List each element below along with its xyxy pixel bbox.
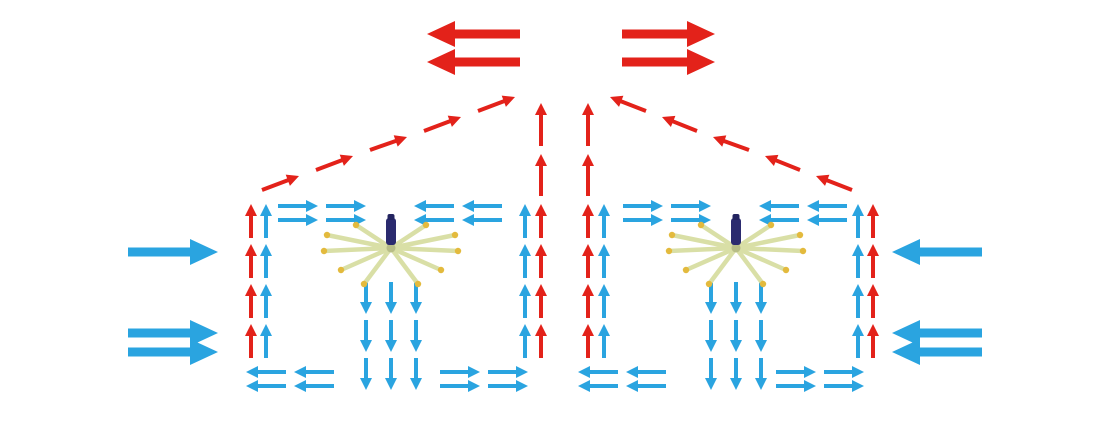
ceiling-inflow-fan1-left <box>278 200 366 226</box>
fan-motor <box>731 218 741 245</box>
hvls-fan-left <box>320 214 462 288</box>
fan-blade <box>733 245 766 287</box>
fan-blade-tip <box>323 231 331 239</box>
fan-blade-tip <box>437 266 445 274</box>
fan-blade-tip <box>451 231 459 239</box>
center-left-warm-updraft <box>535 103 547 358</box>
fan-blade-tip <box>337 266 345 274</box>
hvls-fan-right <box>665 214 807 288</box>
fan-blade-tip <box>320 247 328 255</box>
ceiling-inflow-fan2-left <box>623 200 711 226</box>
sidewall-intake-left <box>128 239 218 365</box>
right-wall-warm-updraft <box>867 204 879 358</box>
fan-blade-tip <box>360 280 368 288</box>
fan-blade-tip <box>422 221 430 229</box>
fan-blade-tip <box>782 266 790 274</box>
fan-blade <box>733 222 774 251</box>
right-wall-cool-updraft <box>852 204 864 358</box>
center-right-cool-updraft <box>598 204 610 358</box>
fan-motor <box>386 218 396 245</box>
fan-blade-tip <box>454 247 462 255</box>
fan-blade <box>733 232 803 251</box>
fan-blade <box>361 245 394 287</box>
fan-blade <box>338 245 394 273</box>
ceiling-inflow-fan1-right <box>414 200 502 226</box>
fan-blade-tip <box>682 266 690 274</box>
fan-motor-cap <box>732 214 740 220</box>
roof-flow-left-dashed <box>261 95 515 192</box>
fan-blade-tip <box>352 221 360 229</box>
floor-outflow-left <box>246 366 334 392</box>
ceiling-inflow-fan2-right <box>759 200 847 226</box>
fan-blade-tip <box>759 280 767 288</box>
fan-blade <box>321 245 394 254</box>
fan-blade <box>388 222 429 251</box>
fan-blade <box>388 245 444 273</box>
fan1-downdraft <box>360 282 422 390</box>
fan-blade-tip <box>799 247 807 255</box>
fan-blade <box>353 222 394 251</box>
floor-inflow-center-left <box>440 366 528 392</box>
fan-blade-tip <box>697 221 705 229</box>
fan-blade-tip <box>414 280 422 288</box>
fan-blade <box>324 232 394 251</box>
fan2-downdraft <box>705 282 767 390</box>
fan-blade <box>683 245 739 273</box>
fan-blade-tip <box>668 231 676 239</box>
fan-hub <box>731 243 741 253</box>
fan-blade <box>706 245 739 287</box>
floor-outflow-right <box>776 366 864 392</box>
fan-blade-tip <box>665 247 673 255</box>
fan-blade <box>733 245 806 254</box>
fan-blade <box>666 245 739 254</box>
center-left-cool-updraft <box>519 204 531 358</box>
fan-blade <box>669 232 739 251</box>
left-wall-cool-updraft <box>260 204 272 358</box>
left-wall-warm-updraft <box>245 204 257 358</box>
roof-flow-right-dashed <box>610 95 853 192</box>
fan-blade <box>733 245 789 273</box>
center-right-warm-updraft <box>582 103 594 358</box>
fan-hub <box>386 243 396 253</box>
exhaust-right-arrows <box>622 21 715 75</box>
fan-blade <box>388 245 421 287</box>
sidewall-intake-right <box>892 239 982 365</box>
exhaust-left-arrows <box>427 21 520 75</box>
fan-motor-cap <box>387 214 395 220</box>
fan-blade-tip <box>796 231 804 239</box>
fan-blade-tip <box>767 221 775 229</box>
fan-blade <box>388 245 461 254</box>
fan-blade <box>388 232 458 251</box>
fan-blade <box>698 222 739 251</box>
fan-blade-tip <box>705 280 713 288</box>
floor-inflow-center-right <box>578 366 666 392</box>
